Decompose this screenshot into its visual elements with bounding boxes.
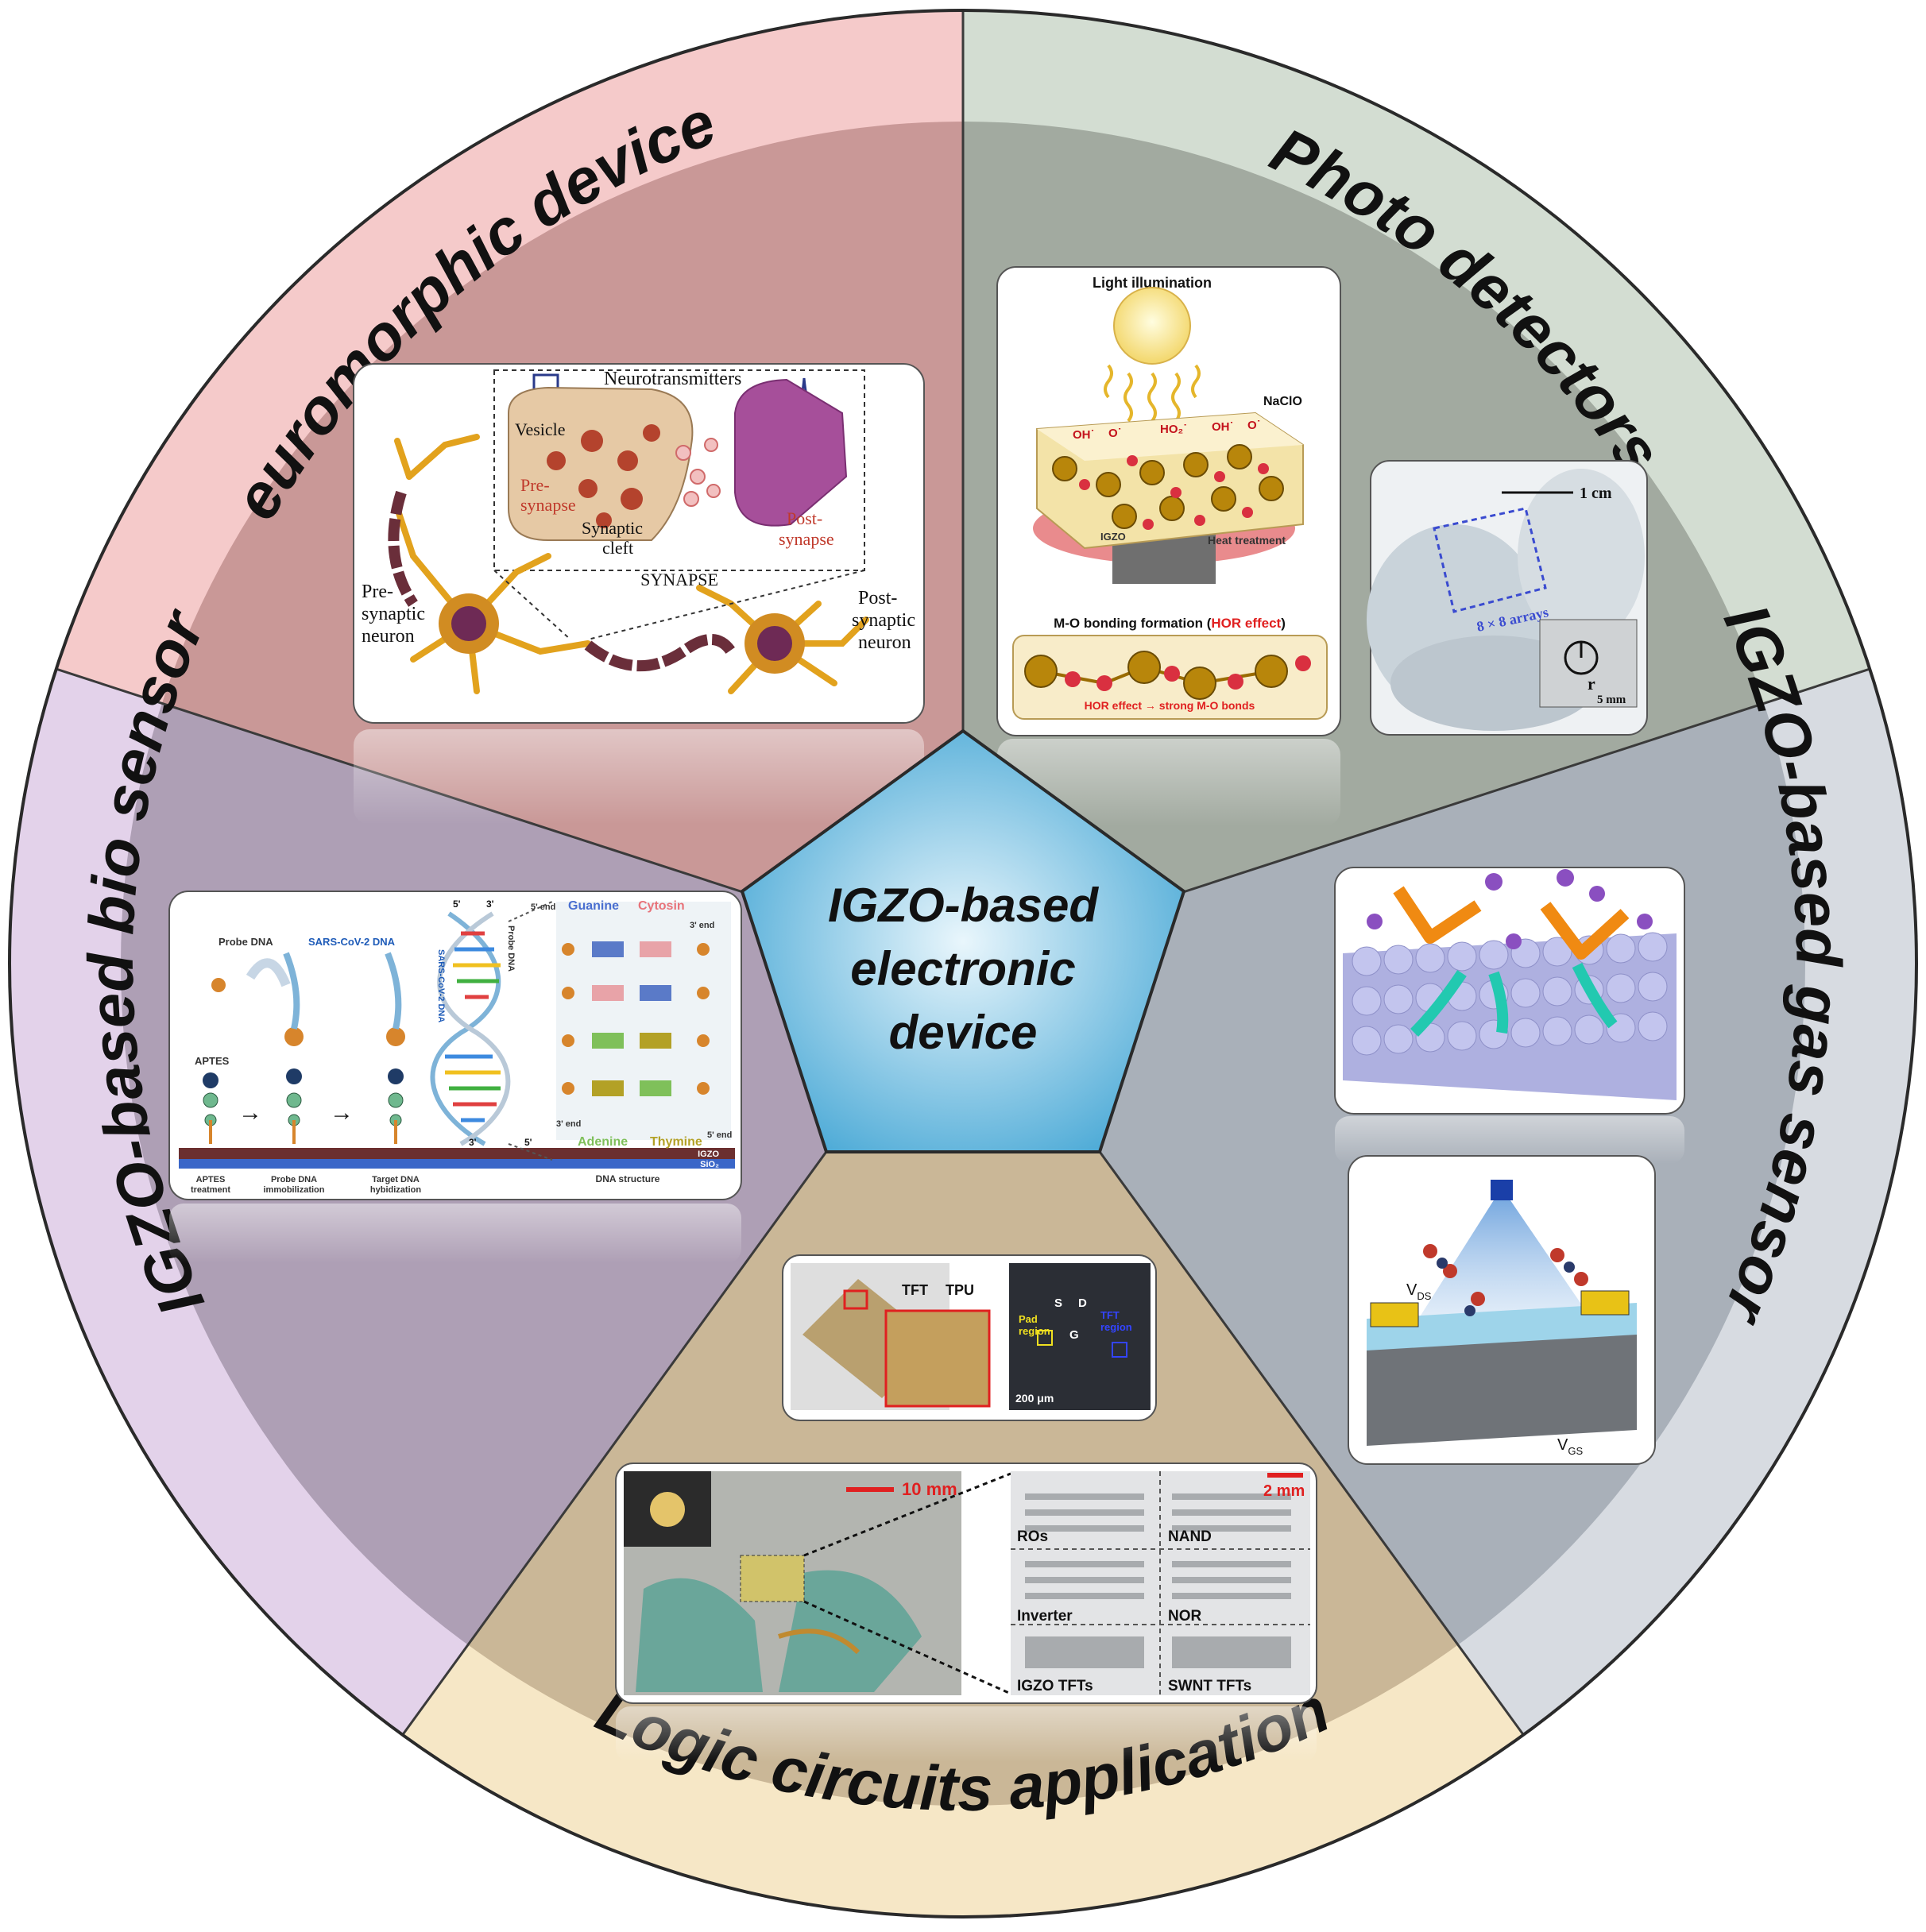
gas-panel-bottom: VDS VGS bbox=[1348, 1155, 1656, 1465]
label-nand: NAND bbox=[1168, 1528, 1212, 1545]
label-light-illumination: Light illumination bbox=[1093, 275, 1212, 291]
label-2mm: 2 mm bbox=[1263, 1482, 1305, 1500]
label-naclo: NaClO bbox=[1263, 395, 1302, 408]
label-synaptic-cleft-1: Synaptic bbox=[582, 518, 643, 538]
label-thymine: Thymine bbox=[650, 1135, 702, 1149]
label-inverter: Inverter bbox=[1017, 1608, 1073, 1625]
label-pre-synapse-1: Pre- bbox=[520, 475, 550, 495]
neuromorphic-panel: Neurotransmitters Vesicle Pre- synapse S… bbox=[353, 363, 925, 825]
label-tft: TFT bbox=[902, 1282, 928, 1298]
label-synaptic-cleft-2: cleft bbox=[602, 538, 633, 558]
label-igzo-bio: IGZO bbox=[698, 1150, 719, 1159]
photo-panel-left: Light illumination NaClO OH˙ O˙ HO₂˙ OH˙… bbox=[996, 266, 1341, 826]
label-post-neuron-1: Post- bbox=[858, 588, 897, 609]
label-pad-region-2: region bbox=[1019, 1325, 1050, 1337]
label-swnt-tfts: SWNT TFTs bbox=[1168, 1678, 1251, 1694]
label-10mm: 10 mm bbox=[902, 1479, 957, 1499]
label-o-1: O˙ bbox=[1108, 427, 1122, 440]
label-vds: VDS bbox=[1406, 1281, 1432, 1302]
label-post-synapse-2: synapse bbox=[779, 529, 834, 549]
label-adenine: Adenine bbox=[578, 1135, 628, 1149]
label-mo-bonding: M-O bonding formation (HOR effect) bbox=[1054, 616, 1286, 631]
label-guanine: Guanine bbox=[568, 899, 619, 913]
label-step2-a: Probe DNA bbox=[271, 1175, 317, 1184]
label-neurotransmitters: Neurotransmitters bbox=[604, 369, 741, 389]
label-ho2: HO₂˙ bbox=[1160, 423, 1187, 436]
center-title-line1: IGZO-based bbox=[828, 879, 1099, 932]
center-title-line3: device bbox=[889, 1006, 1038, 1059]
label-5mm: 5 mm bbox=[1597, 694, 1626, 706]
label-dna-structure: DNA structure bbox=[596, 1173, 660, 1184]
arrow-step-1: → bbox=[238, 1099, 262, 1126]
label-step3-b: hybidization bbox=[370, 1185, 421, 1195]
label-oh-1: OH˙ bbox=[1073, 428, 1095, 442]
label-s: S bbox=[1054, 1296, 1062, 1310]
label-nor: NOR bbox=[1168, 1608, 1202, 1625]
label-o-2: O˙ bbox=[1247, 419, 1261, 432]
label-sio2: SiO₂ bbox=[700, 1160, 719, 1169]
label-step3-a: Target DNA bbox=[372, 1175, 420, 1184]
arrow-step-2: → bbox=[330, 1099, 354, 1126]
label-3end-top: 3' end bbox=[690, 921, 714, 930]
label-post-neuron-2: synaptic bbox=[852, 610, 915, 631]
label-cytosin: Cytosin bbox=[638, 899, 685, 913]
wheel-border bbox=[8, 9, 1918, 1918]
label-synapse: SYNAPSE bbox=[640, 570, 718, 589]
label-post-synapse-1: Post- bbox=[787, 508, 822, 528]
label-tft-region-1: TFT bbox=[1100, 1309, 1120, 1321]
center-pentagon: IGZO-based electronic device bbox=[740, 728, 1186, 1153]
label-3end-bottom: 3' end bbox=[556, 1119, 581, 1129]
label-helix-3: 3' bbox=[486, 898, 494, 910]
label-vgs: VGS bbox=[1557, 1436, 1583, 1457]
label-5end-bottom: 5' end bbox=[707, 1130, 732, 1140]
label-tft-region-2: region bbox=[1100, 1321, 1132, 1333]
label-igzo-tfts: IGZO TFTs bbox=[1017, 1678, 1093, 1694]
label-helix-3-bottom: 3' bbox=[469, 1137, 477, 1148]
label-pad-region-1: Pad bbox=[1019, 1313, 1038, 1325]
label-g: G bbox=[1069, 1328, 1079, 1342]
label-helix-sars: SARS-CoV-2 DNA bbox=[436, 949, 446, 1022]
label-hor-strong: HOR effect → strong M-O bonds bbox=[1085, 699, 1255, 712]
label-step2-b: immobilization bbox=[264, 1185, 325, 1195]
label-helix-5-bottom: 5' bbox=[524, 1137, 532, 1148]
bio-panel: IGZO SiO₂ Probe DNA SARS-CoV-2 DNA APTES… bbox=[168, 891, 742, 1263]
label-d: D bbox=[1078, 1296, 1087, 1310]
label-5end-top: 5' end bbox=[531, 902, 555, 912]
logic-panel-top: TFT TPU Pad region TFT region S D G 200 … bbox=[782, 1254, 1157, 1421]
label-igzo-photo: IGZO bbox=[1100, 531, 1126, 543]
logic-panel-bottom: 10 mm 2 mm ROs NAND Inverter NOR IGZO TF… bbox=[615, 1463, 1317, 1762]
label-1cm: 1 cm bbox=[1580, 485, 1612, 502]
label-vesicle: Vesicle bbox=[515, 419, 566, 439]
label-pre-synapse-2: synapse bbox=[520, 495, 576, 515]
label-pre-neuron-2: synaptic bbox=[362, 604, 425, 624]
label-step1-a: APTES bbox=[196, 1175, 226, 1184]
label-post-neuron-3: neuron bbox=[858, 632, 911, 653]
label-probe-dna: Probe DNA bbox=[219, 936, 273, 948]
gas-panel-top bbox=[1334, 867, 1685, 1164]
label-ros: ROs bbox=[1017, 1528, 1048, 1545]
label-oh-2: OH˙ bbox=[1212, 420, 1234, 434]
label-pre-neuron-1: Pre- bbox=[362, 582, 393, 602]
label-step1-b: treatment bbox=[191, 1185, 230, 1195]
label-pre-neuron-3: neuron bbox=[362, 626, 415, 647]
label-helix-probe: Probe DNA bbox=[506, 925, 516, 972]
label-200um: 200 μm bbox=[1015, 1392, 1054, 1405]
label-r: r bbox=[1588, 674, 1595, 694]
label-aptes: APTES bbox=[195, 1055, 230, 1067]
label-tpu: TPU bbox=[946, 1282, 974, 1298]
label-helix-5: 5' bbox=[453, 898, 461, 910]
photo-panel-right: 1 cm 8 × 8 arrays r 5 mm bbox=[1367, 460, 1648, 736]
label-sars-dna: SARS-CoV-2 DNA bbox=[308, 936, 396, 948]
label-heat-treatment: Heat treatment bbox=[1208, 534, 1286, 547]
center-title-line2: electronic bbox=[850, 942, 1075, 995]
